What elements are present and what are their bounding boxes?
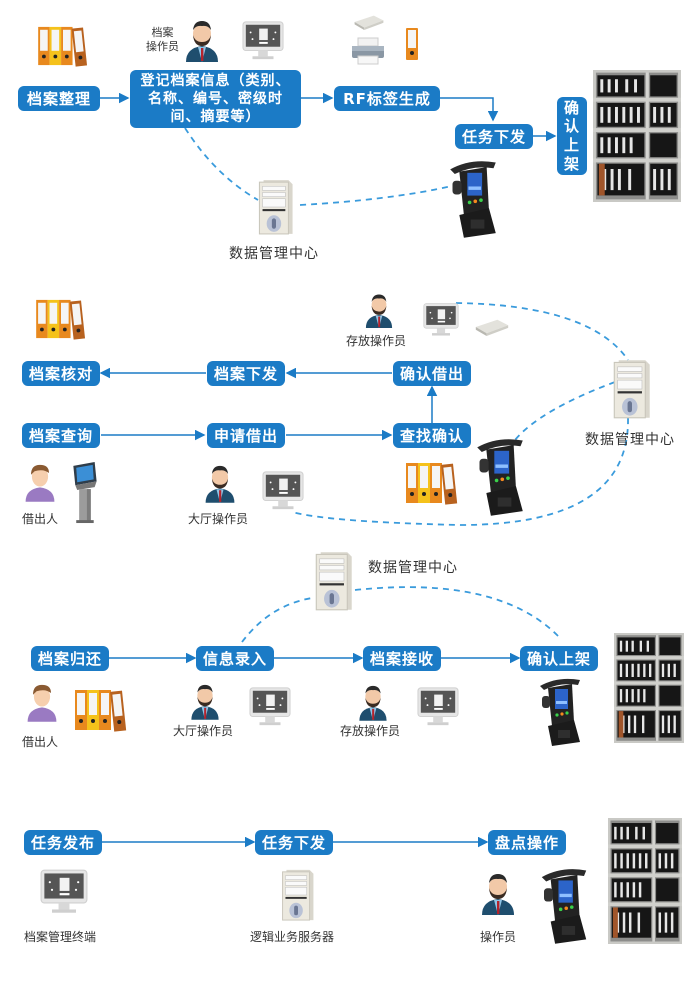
box-inventory-operation[interactable]: 盘点操作 bbox=[488, 830, 566, 855]
data-center-label: 数据管理中心 bbox=[368, 560, 458, 576]
monitor-icon bbox=[240, 20, 286, 62]
monitor-icon bbox=[260, 470, 306, 512]
data-center-label: 数据管理中心 bbox=[585, 432, 675, 448]
box-apply-borrow[interactable]: 申请借出 bbox=[207, 423, 285, 448]
borrower-label: 借出人 bbox=[22, 735, 59, 749]
server-icon bbox=[612, 358, 652, 420]
box-archive-return[interactable]: 档案归还 bbox=[31, 646, 109, 671]
handheld-terminal-icon bbox=[536, 866, 592, 946]
operator-avatar-icon bbox=[478, 870, 518, 916]
operator-label: 档案 操作员 bbox=[146, 26, 179, 53]
shelf-photo bbox=[608, 818, 682, 944]
box-archive-dispatch[interactable]: 档案下发 bbox=[207, 361, 285, 386]
hall-operator-label: 大厅操作员 bbox=[188, 512, 249, 526]
dashed-entry-to-server3 bbox=[241, 597, 313, 643]
borrower-label: 借出人 bbox=[22, 512, 59, 526]
box-archive-receive[interactable]: 档案接收 bbox=[363, 646, 441, 671]
storage-operator-label: 存放操作员 bbox=[346, 334, 407, 348]
monitor-icon bbox=[38, 868, 90, 916]
box-confirm-shelve[interactable]: 确认上架 bbox=[520, 646, 598, 671]
handheld-terminal-icon bbox=[443, 158, 503, 240]
handheld-terminal-icon bbox=[535, 676, 585, 748]
printer-icon bbox=[350, 36, 386, 66]
operator-avatar-icon bbox=[182, 18, 222, 62]
hall-operator-avatar-icon bbox=[188, 682, 222, 720]
box-task-publish[interactable]: 任务发布 bbox=[24, 830, 102, 855]
storage-operator-avatar-icon bbox=[356, 683, 390, 721]
dashed-server3-to-confirm bbox=[354, 586, 561, 639]
binders-icon bbox=[73, 688, 129, 732]
monitor-icon bbox=[420, 302, 462, 338]
box-task-issue[interactable]: 任务下发 bbox=[455, 124, 533, 149]
box-archive-query[interactable]: 档案查询 bbox=[22, 423, 100, 448]
server-icon bbox=[314, 550, 354, 612]
box-rf-tag-generate[interactable]: RF标签生成 bbox=[334, 86, 440, 111]
server-label: 逻辑业务服务器 bbox=[250, 930, 335, 944]
rfid-reader-icon bbox=[352, 14, 386, 30]
binder-tag-icon bbox=[405, 24, 419, 64]
storage-operator-avatar-icon bbox=[362, 292, 396, 328]
server-icon bbox=[280, 868, 316, 922]
server-icon bbox=[256, 178, 296, 236]
hall-operator-label: 大厅操作员 bbox=[173, 724, 234, 738]
box-info-entry[interactable]: 信息录入 bbox=[196, 646, 274, 671]
binders-icon bbox=[36, 25, 90, 67]
box-confirm-shelve[interactable]: 确认上架 bbox=[557, 97, 587, 175]
terminal-label: 档案管理终端 bbox=[24, 930, 97, 944]
box-confirm-borrow[interactable]: 确认借出 bbox=[393, 361, 471, 386]
borrower-avatar-icon bbox=[24, 682, 60, 722]
dashed-register-to-server bbox=[184, 127, 259, 201]
binders-icon bbox=[404, 461, 460, 505]
storage-operator-label: 存放操作员 bbox=[340, 724, 401, 738]
shelf-photo bbox=[614, 633, 684, 743]
borrower-avatar-icon bbox=[22, 462, 58, 502]
shelf-photo bbox=[593, 70, 681, 202]
monitor-icon bbox=[415, 686, 461, 728]
box-task-issue[interactable]: 任务下发 bbox=[255, 830, 333, 855]
arrow-rf-to-task bbox=[440, 97, 499, 122]
box-archive-verify[interactable]: 档案核对 bbox=[22, 361, 100, 386]
box-archive-organize[interactable]: 档案整理 bbox=[18, 86, 100, 111]
handheld-terminal-icon bbox=[470, 436, 530, 518]
operator-label: 操作员 bbox=[480, 930, 517, 944]
box-find-confirm[interactable]: 查找确认 bbox=[393, 423, 471, 448]
dashed-server-to-handheld bbox=[299, 185, 453, 206]
box-register-info[interactable]: 登记档案信息（类别、名称、编号、密级时间、摘要等） bbox=[130, 70, 301, 128]
hall-operator-avatar-icon bbox=[202, 462, 238, 504]
kiosk-icon bbox=[68, 460, 100, 524]
data-center-label: 数据管理中心 bbox=[229, 246, 319, 262]
rfid-reader-icon bbox=[474, 318, 510, 336]
binders-icon bbox=[34, 298, 88, 340]
monitor-icon bbox=[247, 686, 293, 728]
